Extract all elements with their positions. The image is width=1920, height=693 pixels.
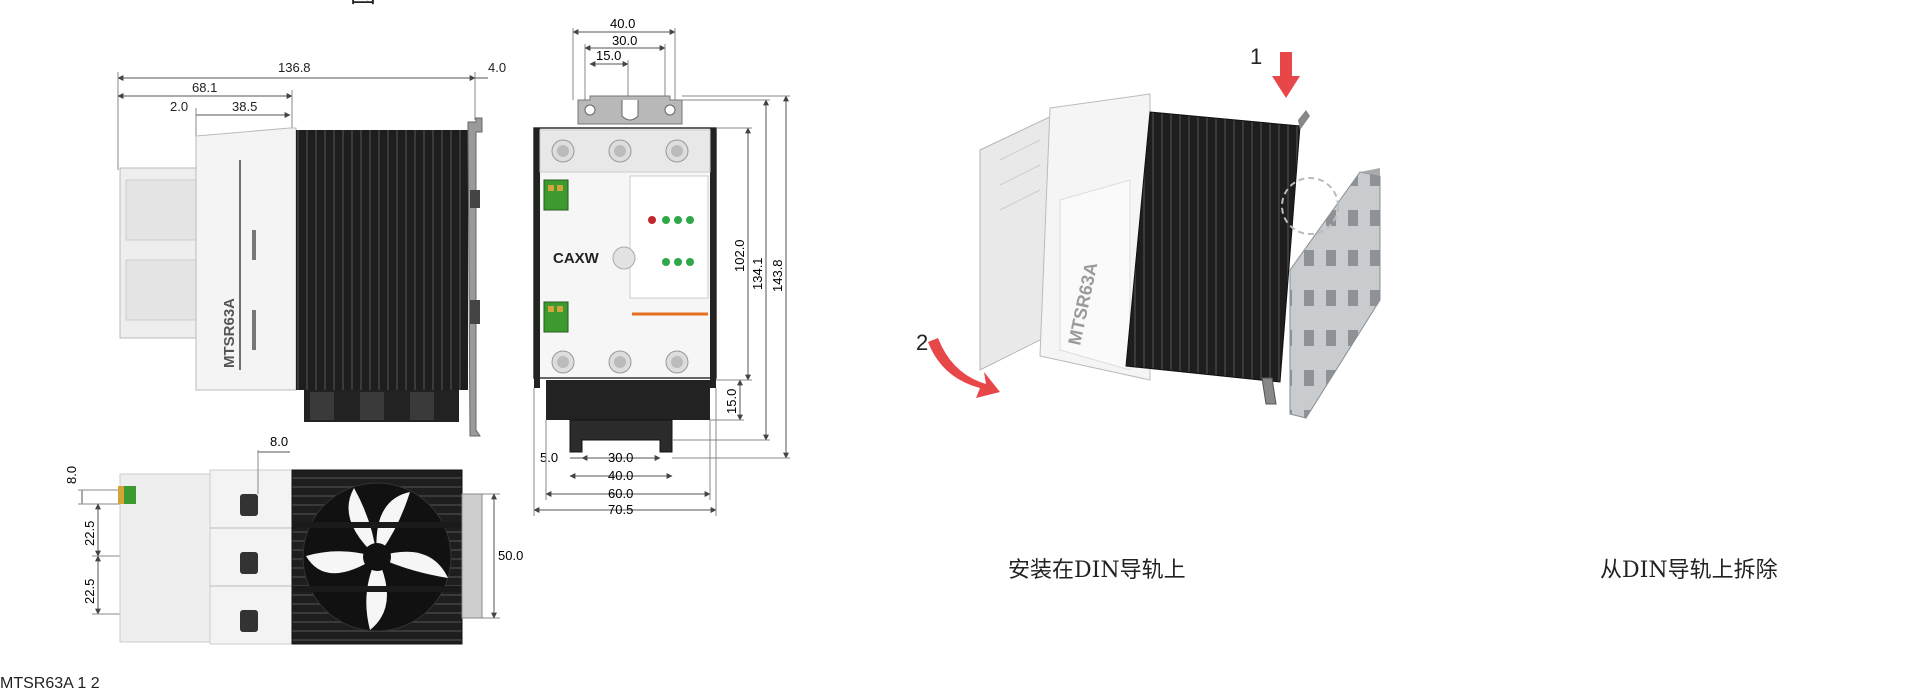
- top-terminal-block: [543, 179, 569, 211]
- remove-illustration: MTSR63A 1 2: [0, 675, 100, 692]
- dim-pitch1: 22.5: [82, 521, 97, 546]
- install-arrow-rotate: [928, 338, 1000, 398]
- top-view-terminals: [240, 494, 258, 632]
- bottom-screw-terminals: [551, 350, 689, 374]
- dim-top-w1: 40.0: [610, 16, 635, 31]
- dim-half-depth: 68.1: [192, 80, 217, 95]
- brand-logo: CAXW: [553, 250, 600, 267]
- remove-step-2: 2: [90, 675, 100, 692]
- top-screw-terminals: [551, 139, 689, 163]
- dim-top-w2: 30.0: [612, 33, 637, 48]
- dim-pitch2: 22.5: [82, 579, 97, 604]
- header-glyph: 图: [350, 0, 376, 8]
- install-caption: 安装在DIN导轨上: [1008, 558, 1186, 583]
- remove-step-1: 1: [77, 675, 87, 692]
- dim-top-offset: 8.0: [64, 466, 79, 484]
- remove-module-label: MTSR63A: [0, 675, 73, 692]
- diagram-stage: 图 136.8 4.0 68.1 2.0 38.5 MTSR63A: [0, 0, 1778, 692]
- knob-icon: [612, 246, 636, 270]
- dim-left-offset: 8.0: [270, 434, 288, 449]
- top-view: 8.0 22.5 22.5 8.0: [64, 434, 523, 645]
- side-view: 136.8 4.0 68.1 2.0 38.5 MTSR63A: [117, 60, 506, 437]
- dim-bot-total: 70.5: [608, 502, 633, 517]
- dim-total-depth: 136.8: [278, 60, 311, 75]
- status-leds: [648, 216, 694, 266]
- dim-bot-w2: 40.0: [608, 468, 633, 483]
- dim-bot-w1: 30.0: [608, 450, 633, 465]
- bottom-terminal-block: [543, 301, 569, 333]
- side-module-label: MTSR63A: [221, 298, 238, 368]
- dim-h-total: 143.8: [770, 259, 785, 292]
- dim-bot-w3: 60.0: [608, 486, 633, 501]
- install-arrow-down: [1272, 52, 1300, 98]
- dim-h-mid: 134.1: [750, 257, 765, 290]
- front-view: 40.0 30.0 15.0 CAXW: [533, 16, 790, 517]
- remove-caption: 从DIN导轨上拆除: [1600, 558, 1778, 583]
- dim-top-w3: 15.0: [596, 48, 621, 63]
- dim-fan-depth: 50.0: [498, 548, 523, 563]
- dim-bot-gap: 5.0: [540, 450, 558, 465]
- dim-small-gap: 2.0: [170, 99, 188, 114]
- drawing-canvas: 图 136.8 4.0 68.1 2.0 38.5 MTSR63A: [64, 0, 1381, 645]
- dim-rail-offset: 4.0: [488, 60, 506, 75]
- install-illustration: MTSR63A 1 2: [916, 44, 1381, 419]
- dim-h-fan: 15.0: [724, 389, 739, 414]
- dim-module-depth: 38.5: [232, 99, 257, 114]
- dim-h-body: 102.0: [732, 239, 747, 272]
- install-step-1: 1: [1250, 44, 1262, 69]
- install-step-2: 2: [916, 330, 928, 355]
